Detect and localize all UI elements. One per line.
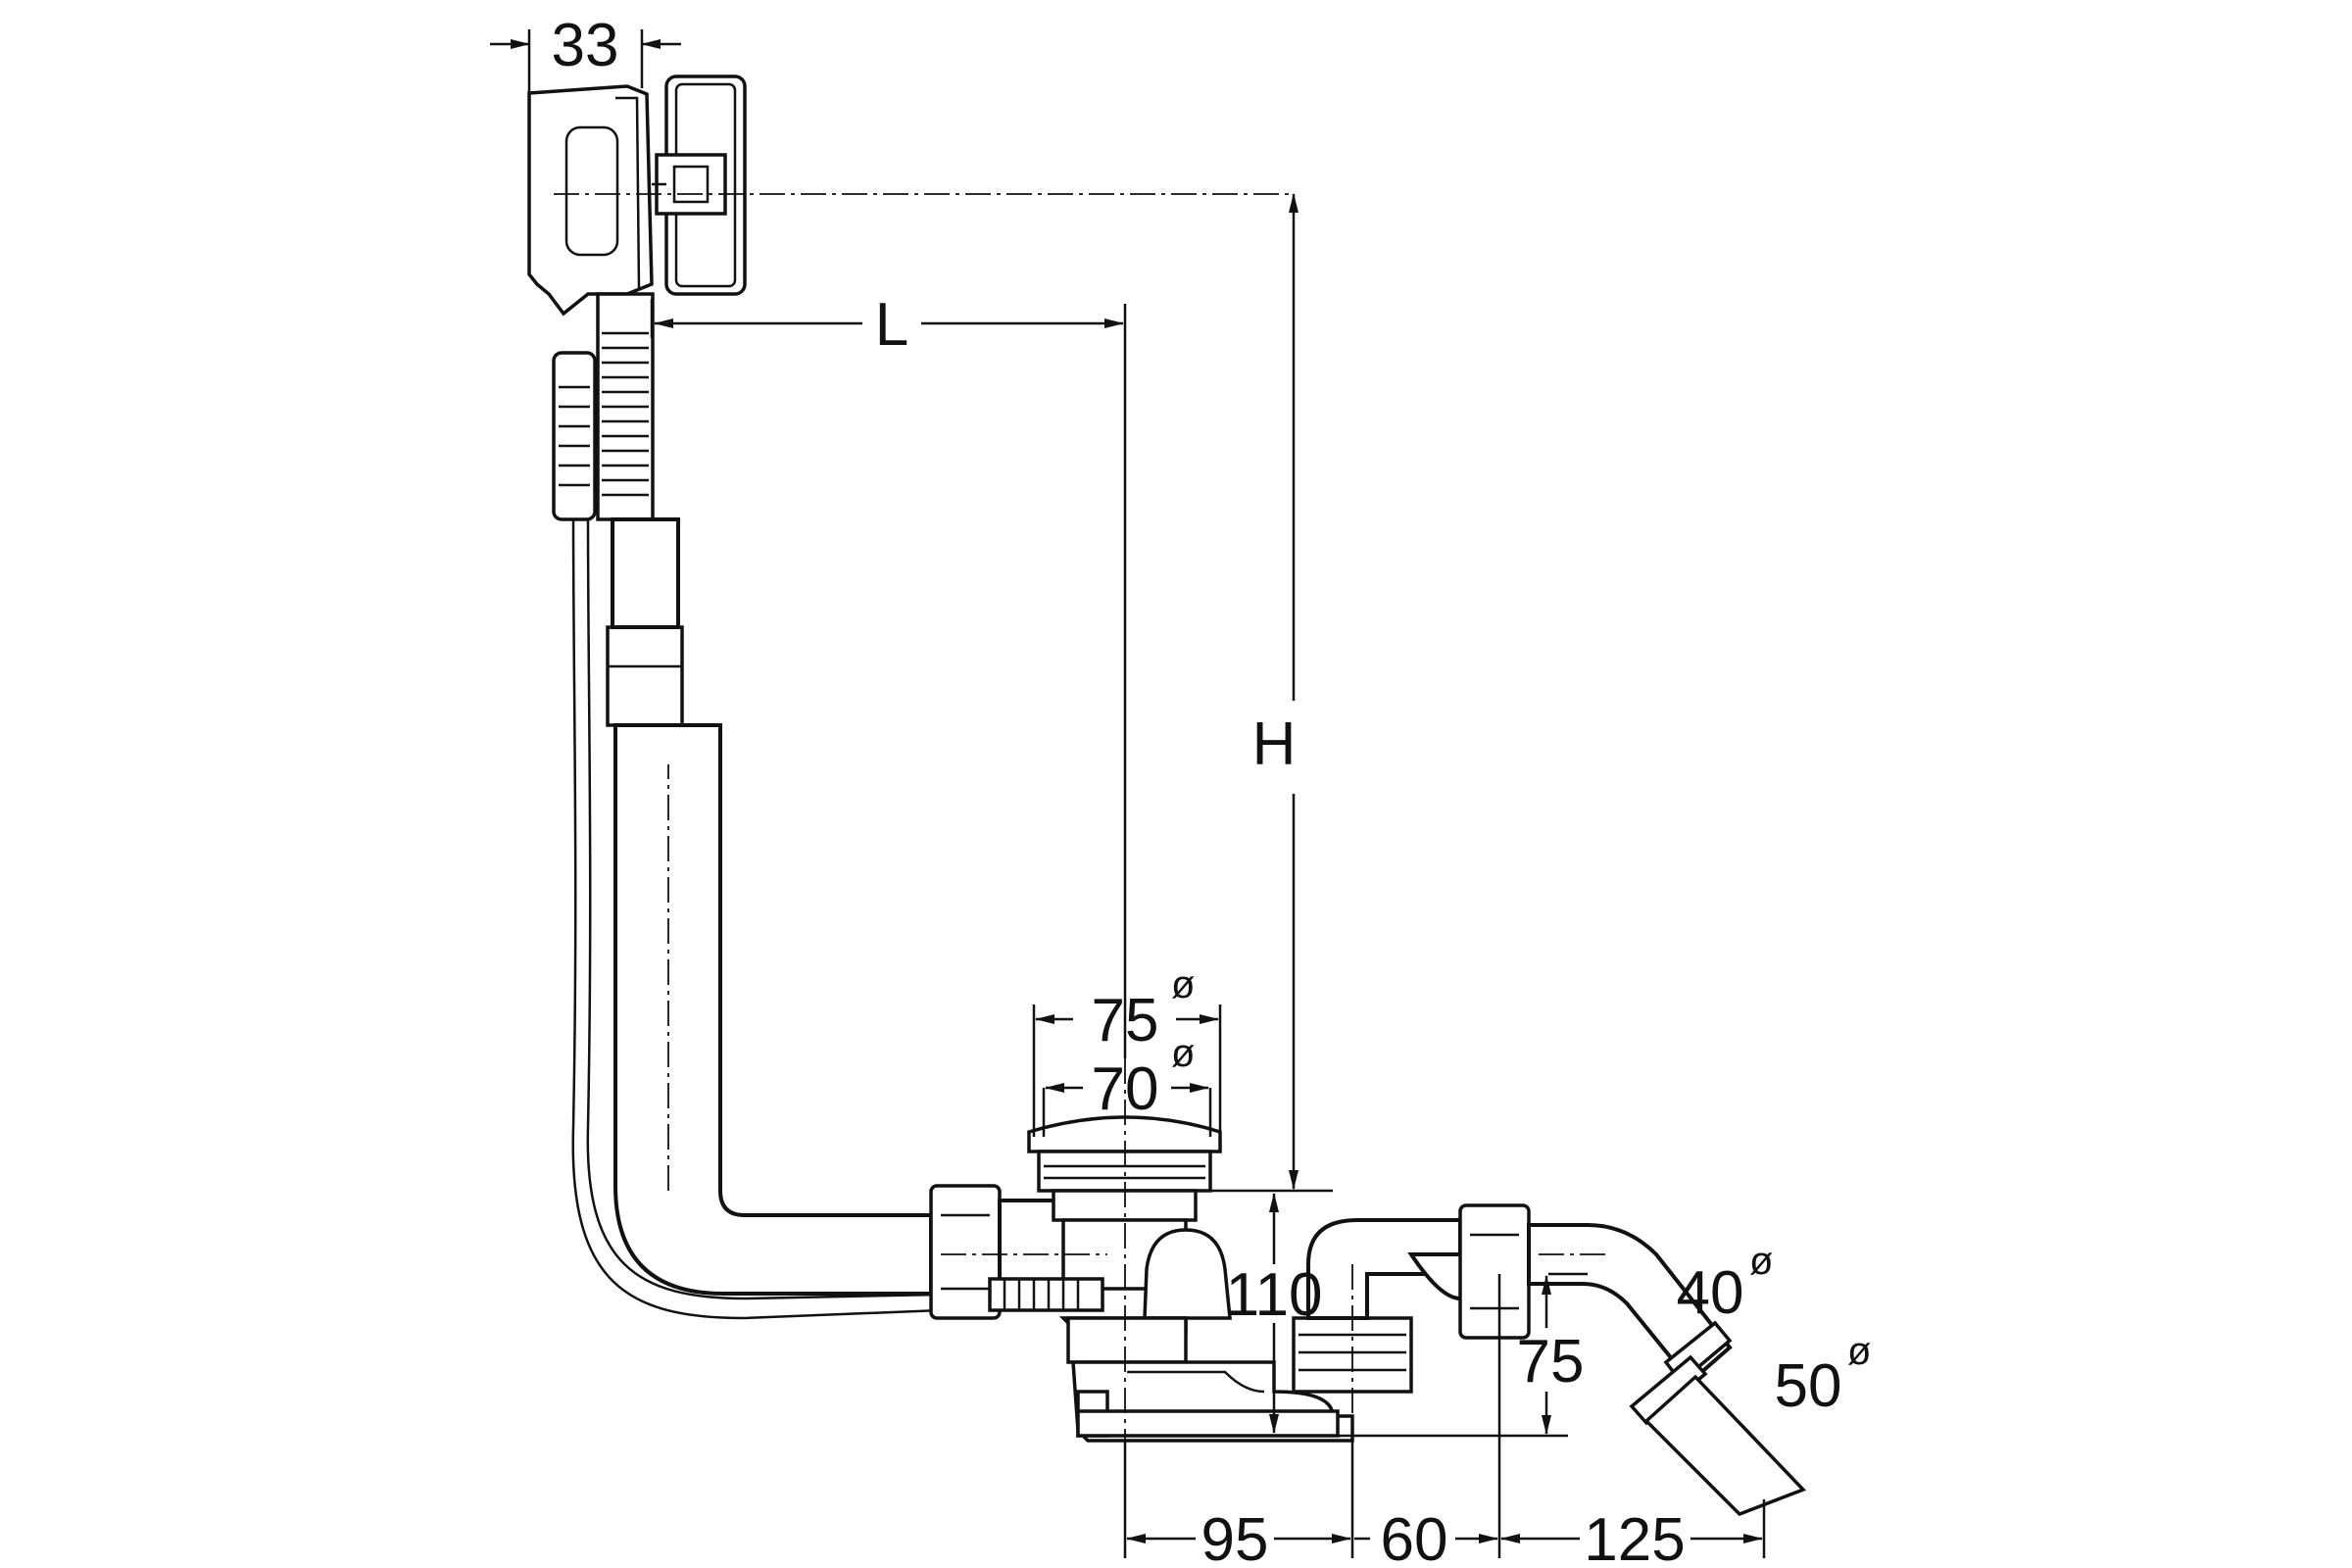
dim-pipe-large: 50: [1775, 1352, 1842, 1420]
dim-height: H: [1252, 710, 1297, 778]
dim-offset-1: 95: [1201, 1506, 1269, 1568]
dim-overflow-depth: 33: [552, 12, 619, 79]
dimension-labels: 33 L H 75 ø 70 ø 110 40 ø 50 ø 75 95 60 …: [552, 12, 1872, 1568]
diameter-symbol-outer: ø: [1171, 963, 1195, 1006]
waste-body: [929, 1115, 1354, 1443]
diameter-symbol-inner: ø: [1171, 1032, 1195, 1075]
overflow-hose: [552, 292, 991, 1320]
dim-outlet-inner: 70: [1092, 1055, 1159, 1123]
diameter-symbol-small: ø: [1749, 1240, 1773, 1283]
overflow-head: [527, 74, 747, 317]
dim-outlet-outer: 75: [1092, 987, 1159, 1054]
dim-offset-2: 60: [1381, 1506, 1448, 1568]
center-lines: [554, 193, 1607, 1441]
dim-pipe-small: 40: [1677, 1259, 1744, 1327]
dim-trap-outlet-height: 75: [1517, 1328, 1585, 1396]
dim-length: L: [875, 291, 908, 359]
dimension-lines: [490, 29, 1766, 1558]
dim-offset-3: 125: [1584, 1506, 1685, 1568]
diameter-symbol-large: ø: [1847, 1330, 1871, 1373]
dim-trap-height: 110: [1226, 1261, 1323, 1329]
trap-and-outlet: [1292, 1203, 1807, 1517]
